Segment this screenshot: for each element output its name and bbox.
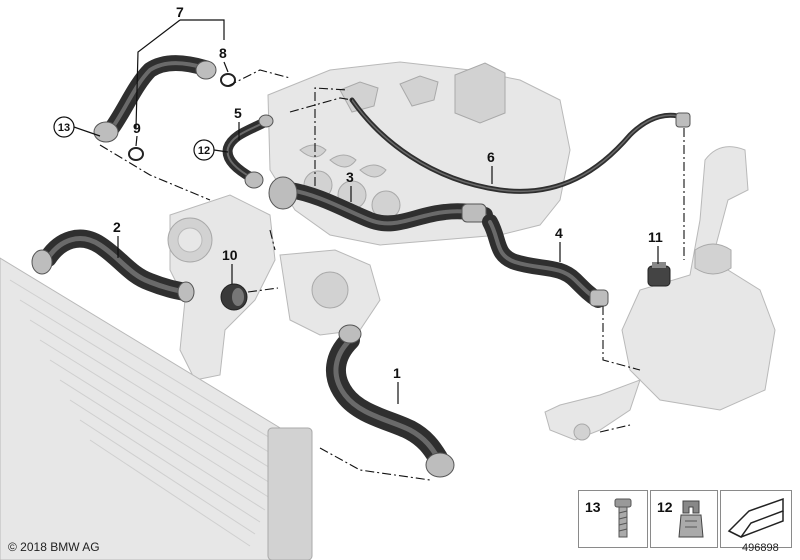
callout-13-circled: 13	[53, 116, 75, 138]
callout-1: 1	[393, 365, 401, 381]
leader-lines	[73, 19, 659, 404]
callout-5: 5	[234, 105, 242, 121]
legend-cell-13: 13	[578, 490, 648, 548]
parts-legend: 13 12	[578, 490, 792, 548]
sensor-part-11	[647, 262, 671, 287]
callout-3: 3	[346, 169, 354, 185]
hose-part-3	[268, 176, 493, 232]
callout-6: 6	[487, 149, 495, 165]
callout-11: 11	[648, 229, 663, 245]
legend-cell-shim	[720, 490, 792, 548]
legend-label-13: 13	[585, 499, 601, 515]
hose-part-4	[482, 214, 609, 308]
callout-7: 7	[176, 4, 184, 20]
callout-2: 2	[113, 219, 121, 235]
svg-text:13: 13	[58, 122, 70, 134]
legend-cell-12: 12	[650, 490, 718, 548]
o-ring-part-8	[220, 73, 236, 87]
hose-part-2	[31, 229, 195, 303]
document-number: 496898	[742, 542, 779, 554]
svg-text:12: 12	[198, 145, 210, 157]
callout-12-circled: 12	[193, 139, 215, 161]
hose-part-1	[325, 324, 455, 478]
expansion-tank	[544, 146, 776, 441]
callout-10: 10	[222, 247, 238, 263]
callout-9: 9	[133, 120, 141, 136]
callout-4: 4	[555, 225, 563, 241]
connector-part-10	[220, 283, 248, 311]
radiator	[0, 257, 313, 560]
o-ring-part-9	[128, 147, 144, 161]
hose-part-5	[222, 114, 274, 189]
hose-part-7	[93, 55, 217, 143]
copyright: © 2018 BMW AG	[8, 540, 100, 554]
connection-lines	[99, 69, 685, 481]
water-pump-housing	[167, 194, 381, 381]
shim-icon	[727, 497, 784, 538]
clip-icon	[678, 500, 704, 538]
hose-part-6	[349, 97, 691, 194]
legend-label-12: 12	[657, 499, 673, 515]
callout-8: 8	[219, 45, 227, 61]
screw-icon	[614, 498, 632, 538]
